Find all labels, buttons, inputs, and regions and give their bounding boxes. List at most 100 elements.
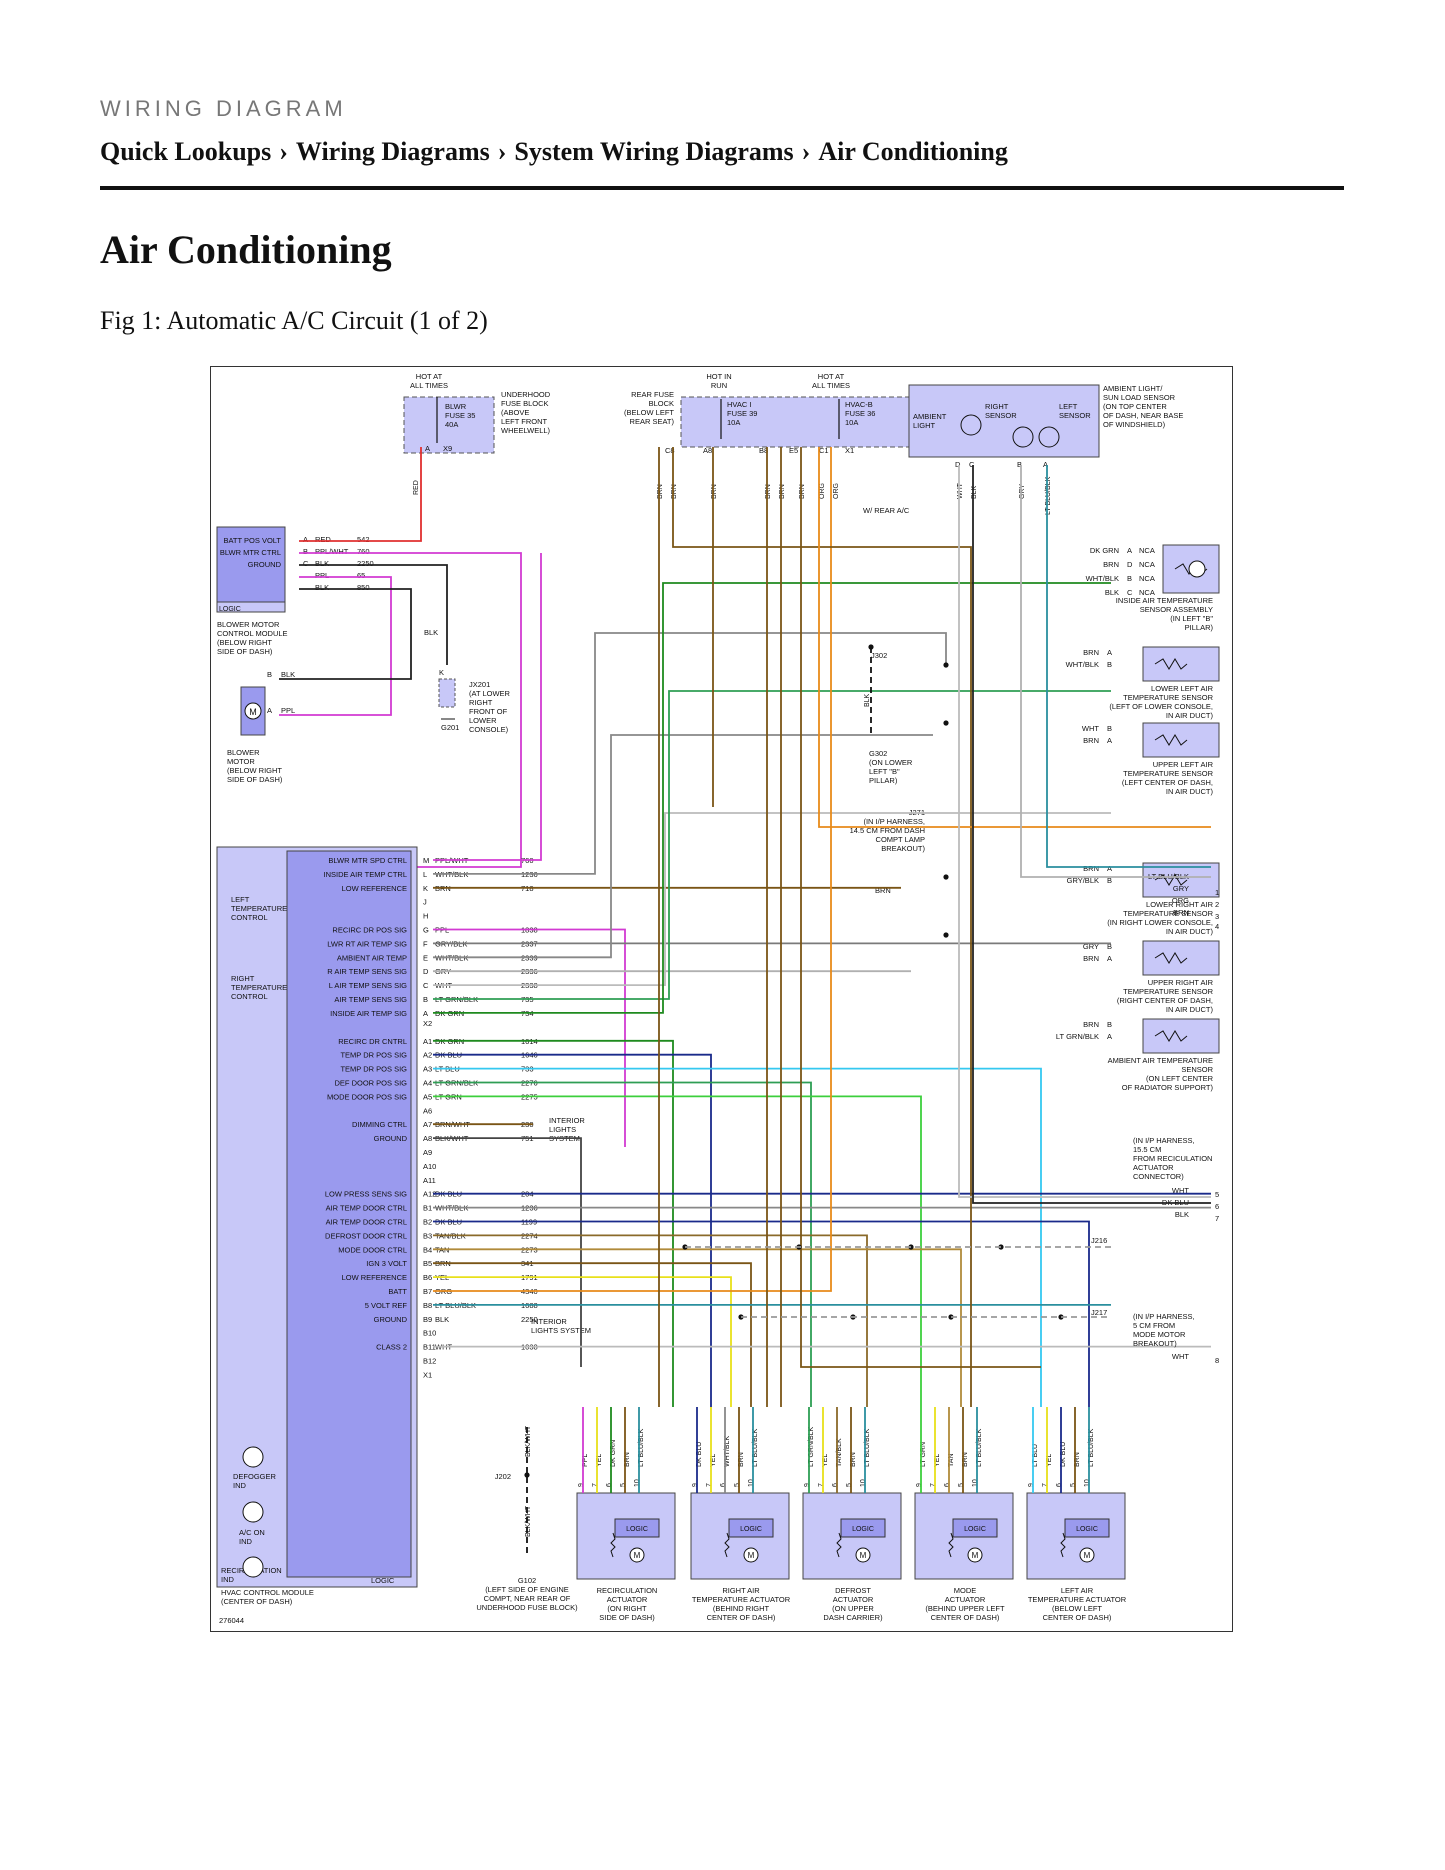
actuator-pin-label: 10 — [972, 1479, 979, 1487]
actuator-pin-label: 6 — [832, 1483, 839, 1487]
wire-color-label: BRN — [671, 484, 678, 499]
wire-ppl-wht-760 — [299, 552, 522, 868]
pin-label: A5 — [423, 1092, 432, 1101]
bmcm-pin-label: BLWR MTR CTRL — [220, 548, 281, 557]
wire-wht-2338 — [433, 812, 1111, 986]
continuation-number: 4 — [1215, 922, 1219, 931]
wire-color-label: YEL — [1046, 1454, 1053, 1467]
wire-color-label: GRY — [1083, 942, 1099, 951]
wire-color-label: BRN — [1074, 1452, 1081, 1467]
photo-diode-icon — [960, 414, 982, 436]
wire-color-label: PPL — [582, 1454, 589, 1467]
breadcrumb: Quick Lookups›Wiring Diagrams›System Wir… — [100, 137, 1008, 167]
continuation-number: 2 — [1215, 900, 1219, 909]
wire-brn-feed — [800, 447, 1041, 1368]
connector-label: X9 — [443, 444, 452, 453]
wire-color-label: BRN — [1083, 1020, 1099, 1029]
potentiometer-icon — [948, 1532, 954, 1558]
wire-color-label: BRN — [1083, 648, 1099, 657]
header-divider — [100, 186, 1344, 190]
potentiometer-icon — [724, 1532, 730, 1558]
wire-color-label: WHT — [1172, 1186, 1189, 1195]
wire-color-label: BRN — [779, 484, 786, 499]
breadcrumb-air-conditioning[interactable]: Air Conditioning — [818, 137, 1008, 166]
blower-motor-control-module — [216, 526, 286, 608]
sensor-pin-label: A — [1107, 736, 1112, 745]
actuator-pin-label: 5 — [734, 1483, 741, 1487]
wire-color-label: RED — [413, 480, 420, 495]
wire-lt-grn-2275 — [433, 1095, 922, 1407]
connector-label: X1 — [423, 1370, 432, 1379]
pin-label: B — [423, 995, 428, 1004]
pin-label: B2 — [423, 1218, 432, 1227]
page-kicker: WIRING DIAGRAM — [100, 96, 347, 121]
w-rear-ac-label: W/ REAR A/C — [863, 506, 910, 515]
wire-lt-blu-733 — [433, 1067, 1042, 1407]
logic-label: LOGIC — [219, 606, 241, 613]
hvac-b-pin-function: CLASS 2 — [376, 1343, 407, 1352]
wire-lt-grn-blk-2276 — [433, 1081, 812, 1407]
actuator-pin-label: 9 — [916, 1483, 923, 1487]
hvac-a-pin-function: GROUND — [374, 1134, 408, 1143]
sensor-pin-label: B — [1107, 942, 1112, 951]
wire-color-label: BRN — [1173, 908, 1189, 917]
splice-dot — [943, 662, 949, 668]
pin-label: J — [423, 898, 427, 907]
wire-color-label: LT BLU/BLK — [976, 1428, 983, 1467]
motor-letter: M — [1084, 1551, 1091, 1560]
wire-color-label: DK BLU — [696, 1442, 703, 1467]
pin-label: B10 — [423, 1329, 436, 1338]
wire-blk-ambient — [972, 465, 1211, 1204]
wire-color-label: BLK — [864, 693, 871, 707]
sensor-pin-label: D — [1127, 560, 1133, 569]
pin-label: A12 — [423, 1190, 436, 1199]
sensor-pin-label: A — [1043, 460, 1048, 469]
breadcrumb-quick-lookups[interactable]: Quick Lookups — [100, 137, 272, 166]
pin-label: A1 — [423, 1037, 432, 1046]
wire-color-label: YEL — [710, 1454, 717, 1467]
actuator-pin-label: 7 — [930, 1483, 937, 1487]
wire-color-label: BRN — [850, 1452, 857, 1467]
motor-letter: M — [860, 1551, 867, 1560]
hvac-b-pin-function: AIR TEMP DOOR CTRL — [326, 1204, 407, 1213]
actuator-pin-label: 5 — [958, 1483, 965, 1487]
pin-label: A — [423, 1009, 428, 1018]
wire-dk-blu-1646 — [433, 1053, 712, 1407]
fuse-pin-label: C1 — [819, 446, 829, 455]
splice-dot — [943, 720, 949, 726]
sensor-pin-label: B — [1107, 1020, 1112, 1029]
pin-label: B12 — [423, 1357, 436, 1366]
continuation-number: 5 — [1215, 1190, 1219, 1199]
wire-color-label: TAN/BLK — [836, 1438, 843, 1467]
wire-org-feed — [818, 447, 1211, 828]
wire-color-label: GRY — [1019, 484, 1026, 499]
thermistor-icon — [1154, 874, 1188, 886]
pin-label: A4 — [423, 1079, 432, 1088]
wire-color-label: YEL — [596, 1454, 603, 1467]
wire-color-label: BRN — [1103, 560, 1119, 569]
connector-label: X2 — [423, 1019, 432, 1028]
wire-dk-blu-1199 — [433, 1220, 1090, 1407]
wire-wht-ambient — [958, 465, 1211, 1198]
breadcrumb-system-wiring-diagrams[interactable]: System Wiring Diagrams — [514, 137, 794, 166]
continuation-number: 3 — [1215, 912, 1219, 921]
logic-label: LOGIC — [626, 1526, 648, 1533]
potentiometer-icon — [836, 1532, 842, 1558]
hvac-top-pin-function: AIR TEMP SENS SIG — [334, 995, 407, 1004]
wire-color-label: BRN — [624, 1452, 631, 1467]
sensor-pin-label: B — [1017, 460, 1022, 469]
pin-label: A8 — [423, 1134, 432, 1143]
pin-label: B7 — [423, 1287, 432, 1296]
pin-label: B6 — [423, 1273, 432, 1282]
wire-color-label: BRN — [1083, 736, 1099, 745]
wire-gry-ambient — [1020, 465, 1211, 878]
sensor-pin-label: C — [1127, 588, 1133, 597]
motor-icon — [1188, 560, 1206, 578]
breadcrumb-wiring-diagrams[interactable]: Wiring Diagrams — [295, 137, 490, 166]
